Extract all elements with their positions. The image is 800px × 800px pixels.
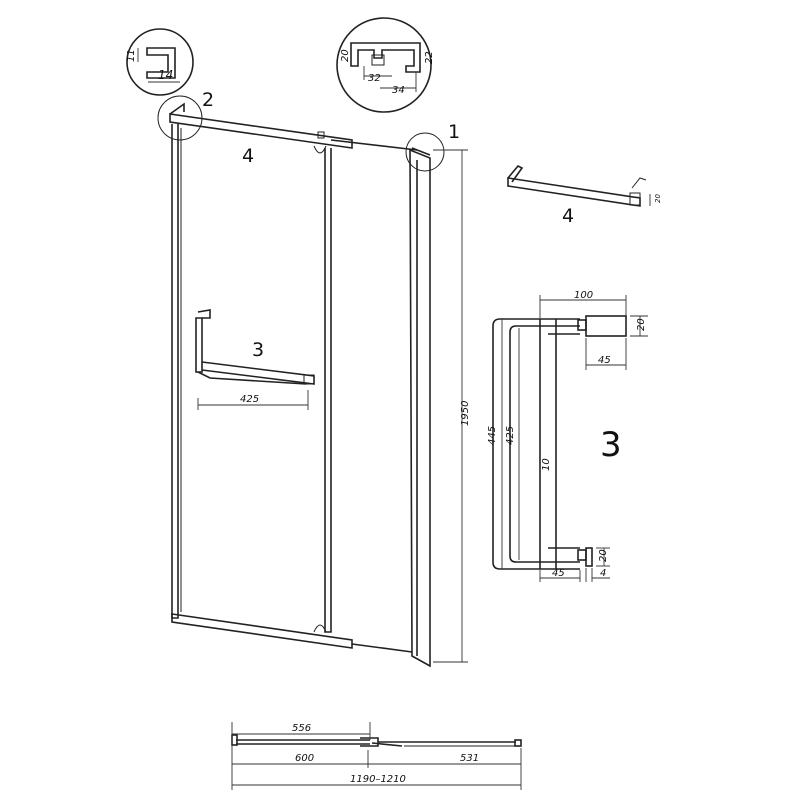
handle-standoff-top-label: 45 (598, 355, 611, 366)
handle-inner-label: 425 (505, 426, 516, 445)
detail2-width-label: 14 (158, 68, 173, 82)
callout-4-detail: 4 (562, 205, 574, 227)
callout-3: 3 (252, 339, 264, 361)
plan-view: 556 600 531 1190–1210 (231, 722, 522, 790)
detail1-inner-label: 32 (368, 73, 381, 84)
plan-door-label: 556 (292, 723, 311, 734)
handle-offset-label: 100 (574, 290, 593, 301)
handle-span-label: 425 (240, 394, 259, 405)
callout-2: 2 (202, 89, 214, 111)
detail2-height-label: 11 (126, 49, 137, 62)
handle-plate-label: 4 (600, 568, 606, 579)
plan-fixed-b-label: 531 (460, 753, 479, 764)
door-height-label: 1950 (460, 401, 471, 426)
towel-bar-section-label: 20 (654, 194, 662, 203)
detail1-right-label: 22 (424, 51, 435, 64)
detail-2-profile: 11 14 (126, 28, 194, 96)
handle-depth-bottom-label: 20 (598, 549, 609, 562)
callout-4: 4 (242, 145, 254, 167)
callout-3-detail: 3 (600, 425, 622, 465)
detail1-outer-label: 34 (392, 85, 405, 96)
handle-bar-label: 10 (541, 458, 552, 471)
handle-standoff-bottom-label: 45 (552, 568, 565, 579)
plan-fixed-a-label: 600 (295, 753, 314, 764)
detail-4-towel-bar: 20 4 (507, 165, 662, 227)
handle-overall-label: 445 (487, 426, 498, 445)
detail1-left-label: 20 (340, 49, 351, 62)
plan-total-label: 1190–1210 (350, 774, 406, 785)
detail-1-profile: 20 22 32 34 (336, 17, 435, 113)
callout-1: 1 (448, 121, 460, 143)
handle-depth-top-label: 20 (636, 318, 647, 331)
door-elevation: 2 4 1 3 425 1950 (157, 89, 471, 668)
detail-3-handle: 100 20 45 445 425 10 20 45 4 3 (487, 290, 648, 582)
